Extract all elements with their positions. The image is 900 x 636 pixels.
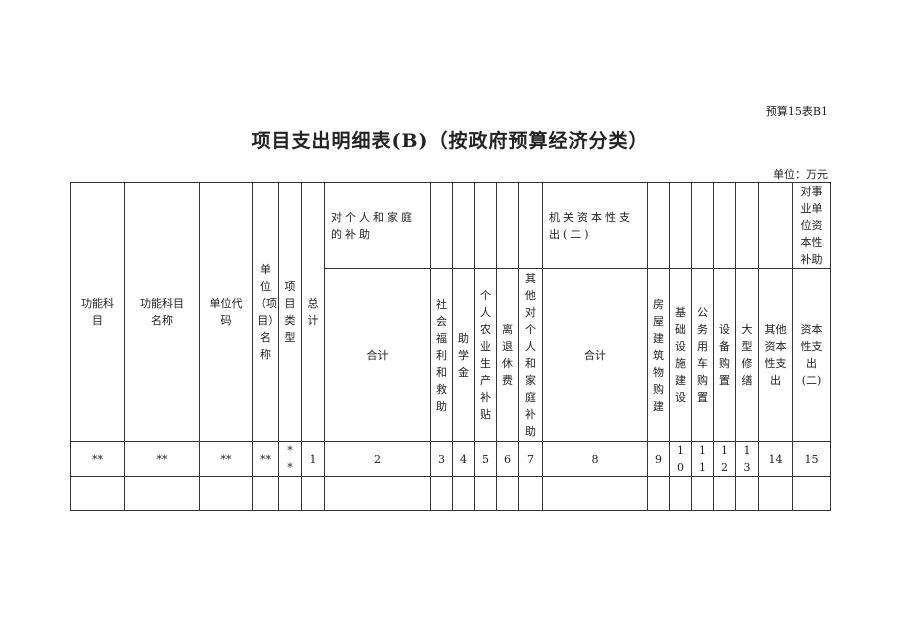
header-other-personal: 其他对个人和家庭补助 xyxy=(518,268,543,442)
empty-cell xyxy=(430,182,453,269)
page-title: 项目支出明细表(B)（按政府预算经济分类） xyxy=(251,130,649,152)
empty-cell xyxy=(199,476,253,511)
empty-cell xyxy=(669,182,692,269)
empty-cell xyxy=(713,476,736,511)
budget-table: 功能科目 功能科目名称 单位代码 单位（项目）名称 项目类型 总计 对个人和家庭… xyxy=(70,182,831,511)
header-social-welfare: 社会福利和救助 xyxy=(430,268,453,442)
header-building: 房屋建筑物购建 xyxy=(647,268,670,442)
header-subtotal-2: 合计 xyxy=(542,268,648,442)
index-cell: 9 xyxy=(647,441,670,477)
header-infra: 基础设施建设 xyxy=(669,268,692,442)
index-cell: 13 xyxy=(735,441,759,477)
index-cell: 12 xyxy=(713,441,736,477)
header-vehicle: 公务用车购置 xyxy=(691,268,714,442)
empty-data-row xyxy=(70,476,831,511)
index-cell: ** xyxy=(199,441,253,477)
header-repair: 大型修缮 xyxy=(735,268,759,442)
empty-cell xyxy=(301,476,325,511)
index-cell: 11 xyxy=(691,441,714,477)
empty-cell xyxy=(252,476,279,511)
header-func-subject: 功能科目 xyxy=(70,182,125,442)
empty-cell xyxy=(669,476,692,511)
index-cell: ** xyxy=(278,441,302,477)
index-cell: 8 xyxy=(542,441,648,477)
header-unit-code: 单位代码 xyxy=(199,182,253,442)
empty-cell xyxy=(278,476,302,511)
empty-cell xyxy=(691,182,714,269)
header-personal-subsidy: 对个人和家庭的补助 xyxy=(324,182,431,269)
index-cell: 4 xyxy=(452,441,475,477)
empty-cell xyxy=(792,476,831,511)
empty-cell xyxy=(496,182,519,269)
index-cell: ** xyxy=(252,441,279,477)
index-cell: 7 xyxy=(518,441,543,477)
index-cell: 6 xyxy=(496,441,519,477)
empty-cell xyxy=(430,476,453,511)
empty-cell xyxy=(647,476,670,511)
header-retire: 离退休费 xyxy=(496,268,519,442)
empty-cell xyxy=(542,476,648,511)
empty-cell xyxy=(452,182,475,269)
empty-cell xyxy=(735,476,759,511)
empty-cell xyxy=(518,182,543,269)
header-total: 总计 xyxy=(301,182,325,442)
index-cell: 2 xyxy=(324,441,431,477)
empty-cell xyxy=(758,476,793,511)
empty-cell xyxy=(735,182,759,269)
header-agri-subsidy: 个人农业生产补贴 xyxy=(474,268,497,442)
header-row-1: 功能科目 功能科目名称 单位代码 单位（项目）名称 项目类型 总计 对个人和家庭… xyxy=(70,182,831,442)
header-scholarship: 助学金 xyxy=(452,268,475,442)
empty-cell xyxy=(496,476,519,511)
empty-cell xyxy=(452,476,475,511)
empty-cell xyxy=(324,476,431,511)
empty-cell xyxy=(70,476,125,511)
empty-cell xyxy=(758,182,793,269)
index-cell: 10 xyxy=(669,441,692,477)
header-public-capital: 对事业单位资本性补助 xyxy=(792,182,831,269)
header-project-type: 项目类型 xyxy=(278,182,302,442)
empty-cell xyxy=(647,182,670,269)
index-cell: 15 xyxy=(792,441,831,477)
header-subtotal-1: 合计 xyxy=(324,268,431,442)
header-func-subject-name: 功能科目名称 xyxy=(124,182,200,442)
index-cell: 14 xyxy=(758,441,793,477)
empty-cell xyxy=(691,476,714,511)
index-row: ** ** ** ** ** 1 2 3 4 5 6 7 8 9 10 11 1… xyxy=(70,441,831,477)
empty-cell xyxy=(713,182,736,269)
unit-label: 单位：万元 xyxy=(773,168,828,181)
index-cell: ** xyxy=(124,441,200,477)
index-cell: 1 xyxy=(301,441,325,477)
empty-cell xyxy=(518,476,543,511)
empty-cell xyxy=(474,476,497,511)
empty-cell xyxy=(474,182,497,269)
index-cell: ** xyxy=(70,441,125,477)
form-code: 预算15表B1 xyxy=(765,105,828,118)
header-equip: 设备购置 xyxy=(713,268,736,442)
header-unit-name: 单位（项目）名称 xyxy=(252,182,279,442)
header-row-2: 合计 社会福利和救助 助学金 个人农业生产补贴 离退休费 其他对个人和家庭补助 … xyxy=(71,268,831,442)
header-capital-2: 资本性支出(二) xyxy=(792,268,831,442)
index-cell: 3 xyxy=(430,441,453,477)
header-other-capital: 其他资本性支出 xyxy=(758,268,793,442)
empty-cell xyxy=(124,476,200,511)
index-cell: 5 xyxy=(474,441,497,477)
header-capital-exp: 机关资本性支出(二) xyxy=(542,182,648,269)
